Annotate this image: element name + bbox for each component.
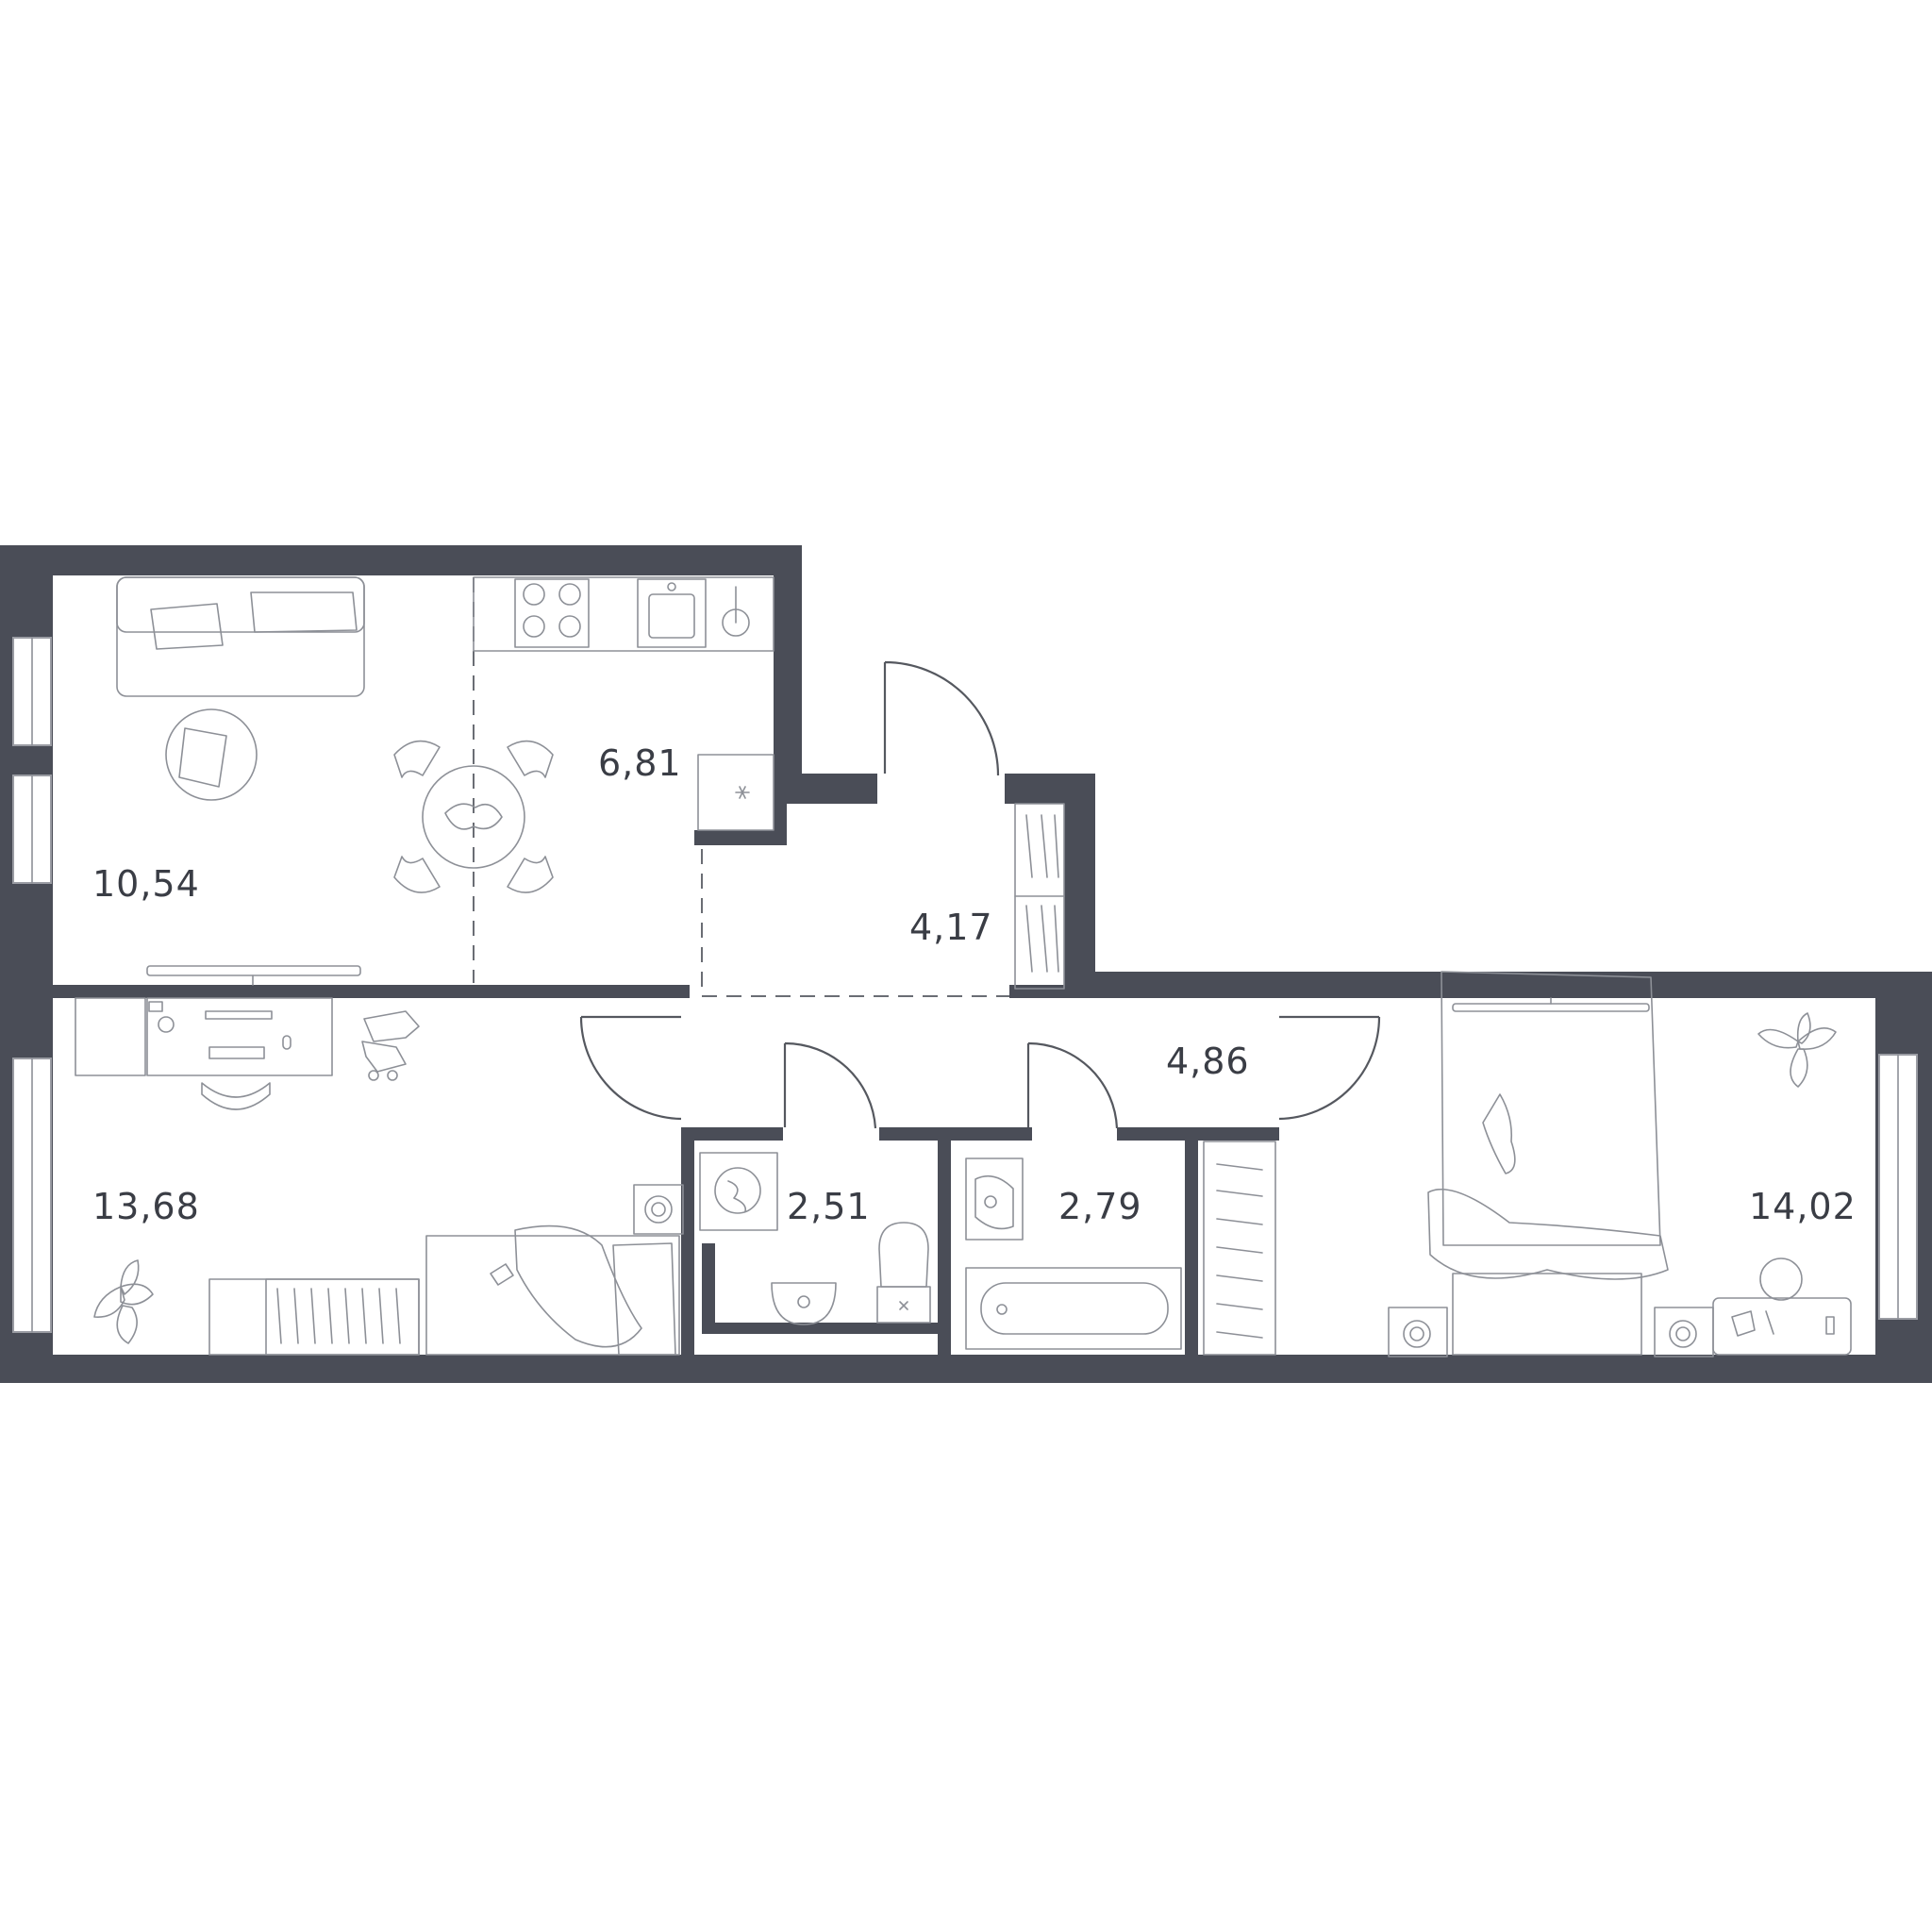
area-label-hall: 4,86: [1166, 1041, 1250, 1082]
wall-wc-top-a: [681, 1127, 783, 1141]
wall-wc-bath: [938, 1141, 951, 1361]
door-bathroom: [1026, 1041, 1119, 1129]
area-label-bedroom-left: 13,68: [92, 1186, 200, 1227]
furniture: [75, 576, 1852, 1357]
wall-entry-top-left: [774, 774, 877, 804]
desk: [75, 997, 333, 1076]
wall-entry-stub: [1009, 985, 1066, 998]
tv-right: [1452, 997, 1650, 1012]
bed-left: [425, 1224, 680, 1356]
area-label-living: 10,54: [92, 863, 200, 905]
wall-bedroom-wc: [681, 1127, 694, 1361]
wall-kitchen-right: [774, 545, 802, 779]
faucet: [722, 586, 750, 637]
plant-left: [93, 1259, 154, 1344]
bed-right: [1427, 971, 1669, 1356]
area-label-entry: 4,17: [909, 907, 993, 948]
area-label-bedroom-right: 14,02: [1749, 1186, 1857, 1227]
nightstand-right-b: [1654, 1307, 1714, 1357]
wall-entry-right: [1064, 774, 1095, 992]
wall-kitchen-stub-v: [774, 792, 787, 845]
kitchen-counter: [473, 576, 774, 652]
nightstand-left: [633, 1184, 684, 1235]
door-bedroom-right: [1278, 1015, 1381, 1121]
wardrobe-right: [1203, 1141, 1276, 1356]
wardrobe-left: [208, 1278, 420, 1356]
entry-closet: [1014, 803, 1065, 990]
washbasin-wc: [771, 1282, 837, 1325]
wall-wc-shaft-b: [702, 1323, 938, 1334]
wall-kitchen-stub: [694, 830, 783, 845]
roller-skates: [361, 1010, 420, 1081]
dresser-right: [1712, 1257, 1852, 1356]
area-label-toilet: 2,51: [787, 1186, 871, 1227]
zone-lines: [473, 577, 1009, 997]
wall-top-left: [0, 545, 802, 575]
cooktop: [514, 578, 590, 648]
windows: [12, 637, 1918, 1333]
area-labels: 10,54 6,81 4,17 4,86 13,68 2,51 2,79 14,…: [92, 742, 1857, 1227]
wall-top-right: [1064, 972, 1932, 998]
wall-bottom: [0, 1355, 1932, 1383]
fridge: [697, 754, 774, 831]
wall-bath-bedroom: [1185, 1141, 1198, 1361]
area-label-kitchen: 6,81: [598, 742, 682, 784]
tv: [146, 965, 361, 986]
plant-right: [1757, 1012, 1837, 1088]
nightstand-right-a: [1388, 1307, 1448, 1357]
wall-hall-right: [1266, 1127, 1279, 1141]
office-chair: [201, 1082, 271, 1110]
walls: [0, 545, 1932, 1383]
wall-living-bedroom: [53, 985, 690, 998]
doors: [579, 660, 1381, 1129]
washing-machine: [699, 1152, 778, 1231]
door-toilet: [783, 1041, 877, 1129]
area-label-bathroom: 2,79: [1058, 1186, 1142, 1227]
wall-wc-shaft: [702, 1243, 715, 1334]
toilet-bowl: [876, 1222, 931, 1324]
washbasin-bath: [965, 1158, 1024, 1241]
coffee-table: [165, 708, 258, 801]
dining-table: [393, 740, 554, 893]
wall-wc-top-b: [879, 1127, 1032, 1141]
sofa: [116, 576, 365, 697]
door-entry: [883, 660, 1000, 776]
wall-wardrobe-top: [1185, 1127, 1279, 1141]
sink: [637, 578, 707, 648]
door-bedroom-left: [579, 1015, 682, 1121]
bathtub: [965, 1267, 1182, 1350]
